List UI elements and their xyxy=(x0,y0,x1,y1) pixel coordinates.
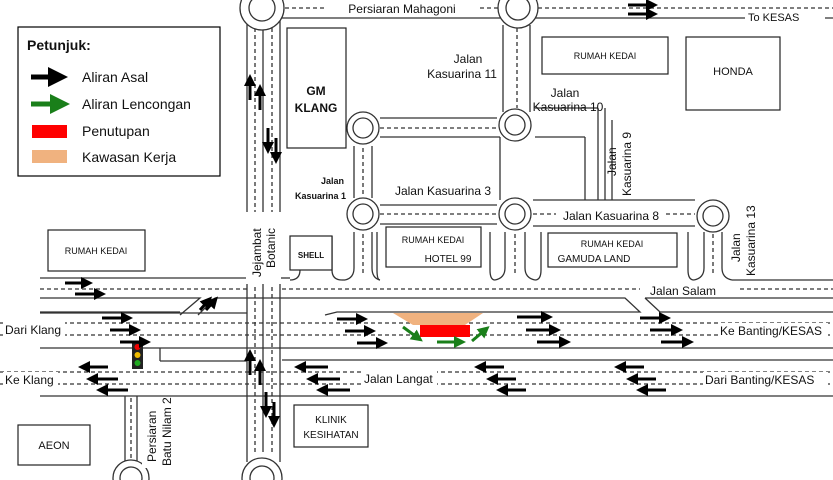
kasuarina-10-label: Jalan xyxy=(551,86,580,100)
to-kesas-label: To KESAS xyxy=(748,12,799,24)
jejambat-label: Jejambat xyxy=(250,228,264,277)
green-arrow-icon xyxy=(471,326,490,343)
honda-label: HONDA xyxy=(713,66,753,78)
jejambat-label: Botanic xyxy=(264,228,278,268)
kasuarina-11-label: Kasuarina 11 xyxy=(427,67,497,81)
black-arrow-icon xyxy=(204,296,218,311)
kasuarina-8-label: Jalan Kasuarina 8 xyxy=(563,209,659,223)
legend-item-label: Aliran Lencongan xyxy=(82,96,191,112)
green-arrow-icon xyxy=(402,325,423,342)
legend-title: Petunjuk: xyxy=(27,37,91,53)
legend: Petunjuk: Aliran Asal Aliran Lencongan P… xyxy=(17,26,221,177)
lane-closure xyxy=(420,325,470,337)
ke-banting-label: Ke Banting/KESAS xyxy=(720,324,822,338)
kasuarina-13-label: Kasuarina 13 xyxy=(744,205,758,276)
rumah-kedai-label: RUMAH KEDAI xyxy=(65,246,128,256)
kasuarina-1-label: Kasuarina 1 xyxy=(295,191,346,201)
kasuarina-9-label: Jalan xyxy=(605,147,619,176)
legend-item-label: Aliran Asal xyxy=(82,69,148,85)
klinik-label: KESIHATAN xyxy=(303,430,358,441)
roundabouts xyxy=(112,0,730,480)
traffic-arrows xyxy=(65,0,694,428)
gamuda-land-label: GAMUDA LAND xyxy=(558,254,631,265)
ke-klang-label: Ke Klang xyxy=(5,373,54,387)
gm-klang-label: KLANG xyxy=(295,101,338,115)
klinik-label: KLINIK xyxy=(315,415,347,426)
legend-item-label: Kawasan Kerja xyxy=(82,149,176,165)
persiaran-mahagoni-label: Persiaran Mahagoni xyxy=(348,2,455,16)
batu-nilam-label: Persiaran xyxy=(145,411,159,462)
kasuarina-9-label: Kasuarina 9 xyxy=(620,132,634,196)
closure-swatch xyxy=(32,125,67,138)
rumah-kedai-label: RUMAH KEDAI xyxy=(581,239,644,249)
kasuarina-3-label: Jalan Kasuarina 3 xyxy=(395,184,491,198)
kasuarina-1-label: Jalan xyxy=(321,176,344,186)
legend-item-label: Penutupan xyxy=(82,123,150,139)
kasuarina-10-label: Kasuarina 10 xyxy=(533,100,604,114)
traffic-light-icon xyxy=(132,341,143,369)
dari-klang-label: Dari Klang xyxy=(5,323,61,337)
rumah-kedai-label: RUMAH KEDAI xyxy=(574,51,637,61)
building-labels: GM KLANG RUMAH KEDAI HONDA RUMAH KEDAI S… xyxy=(38,51,753,452)
jalan-langat-label: Jalan Langat xyxy=(364,372,433,386)
work-zone xyxy=(393,313,483,325)
gm-klang-label: GM xyxy=(306,84,325,98)
rumah-kedai-label: RUMAH KEDAI xyxy=(402,235,465,245)
work-zone-swatch xyxy=(32,150,67,163)
kasuarina-13-label: Jalan xyxy=(729,233,743,262)
batu-nilam-label: Batu Nilam 2 xyxy=(160,397,174,466)
jalan-salam-label: Jalan Salam xyxy=(650,284,716,298)
buildings xyxy=(17,27,781,466)
aeon-label: AEON xyxy=(38,440,69,452)
hotel-99-label: HOTEL 99 xyxy=(425,254,472,265)
kasuarina-11-label: Jalan xyxy=(454,52,483,66)
dari-banting-label: Dari Banting/KESAS xyxy=(705,373,814,387)
shell-label: SHELL xyxy=(298,251,324,260)
direction-labels: Dari Klang Ke Klang Ke Banting/KESAS Dar… xyxy=(3,322,828,387)
road-labels: Persiaran Mahagoni To KESAS Jalan Kasuar… xyxy=(142,0,825,468)
